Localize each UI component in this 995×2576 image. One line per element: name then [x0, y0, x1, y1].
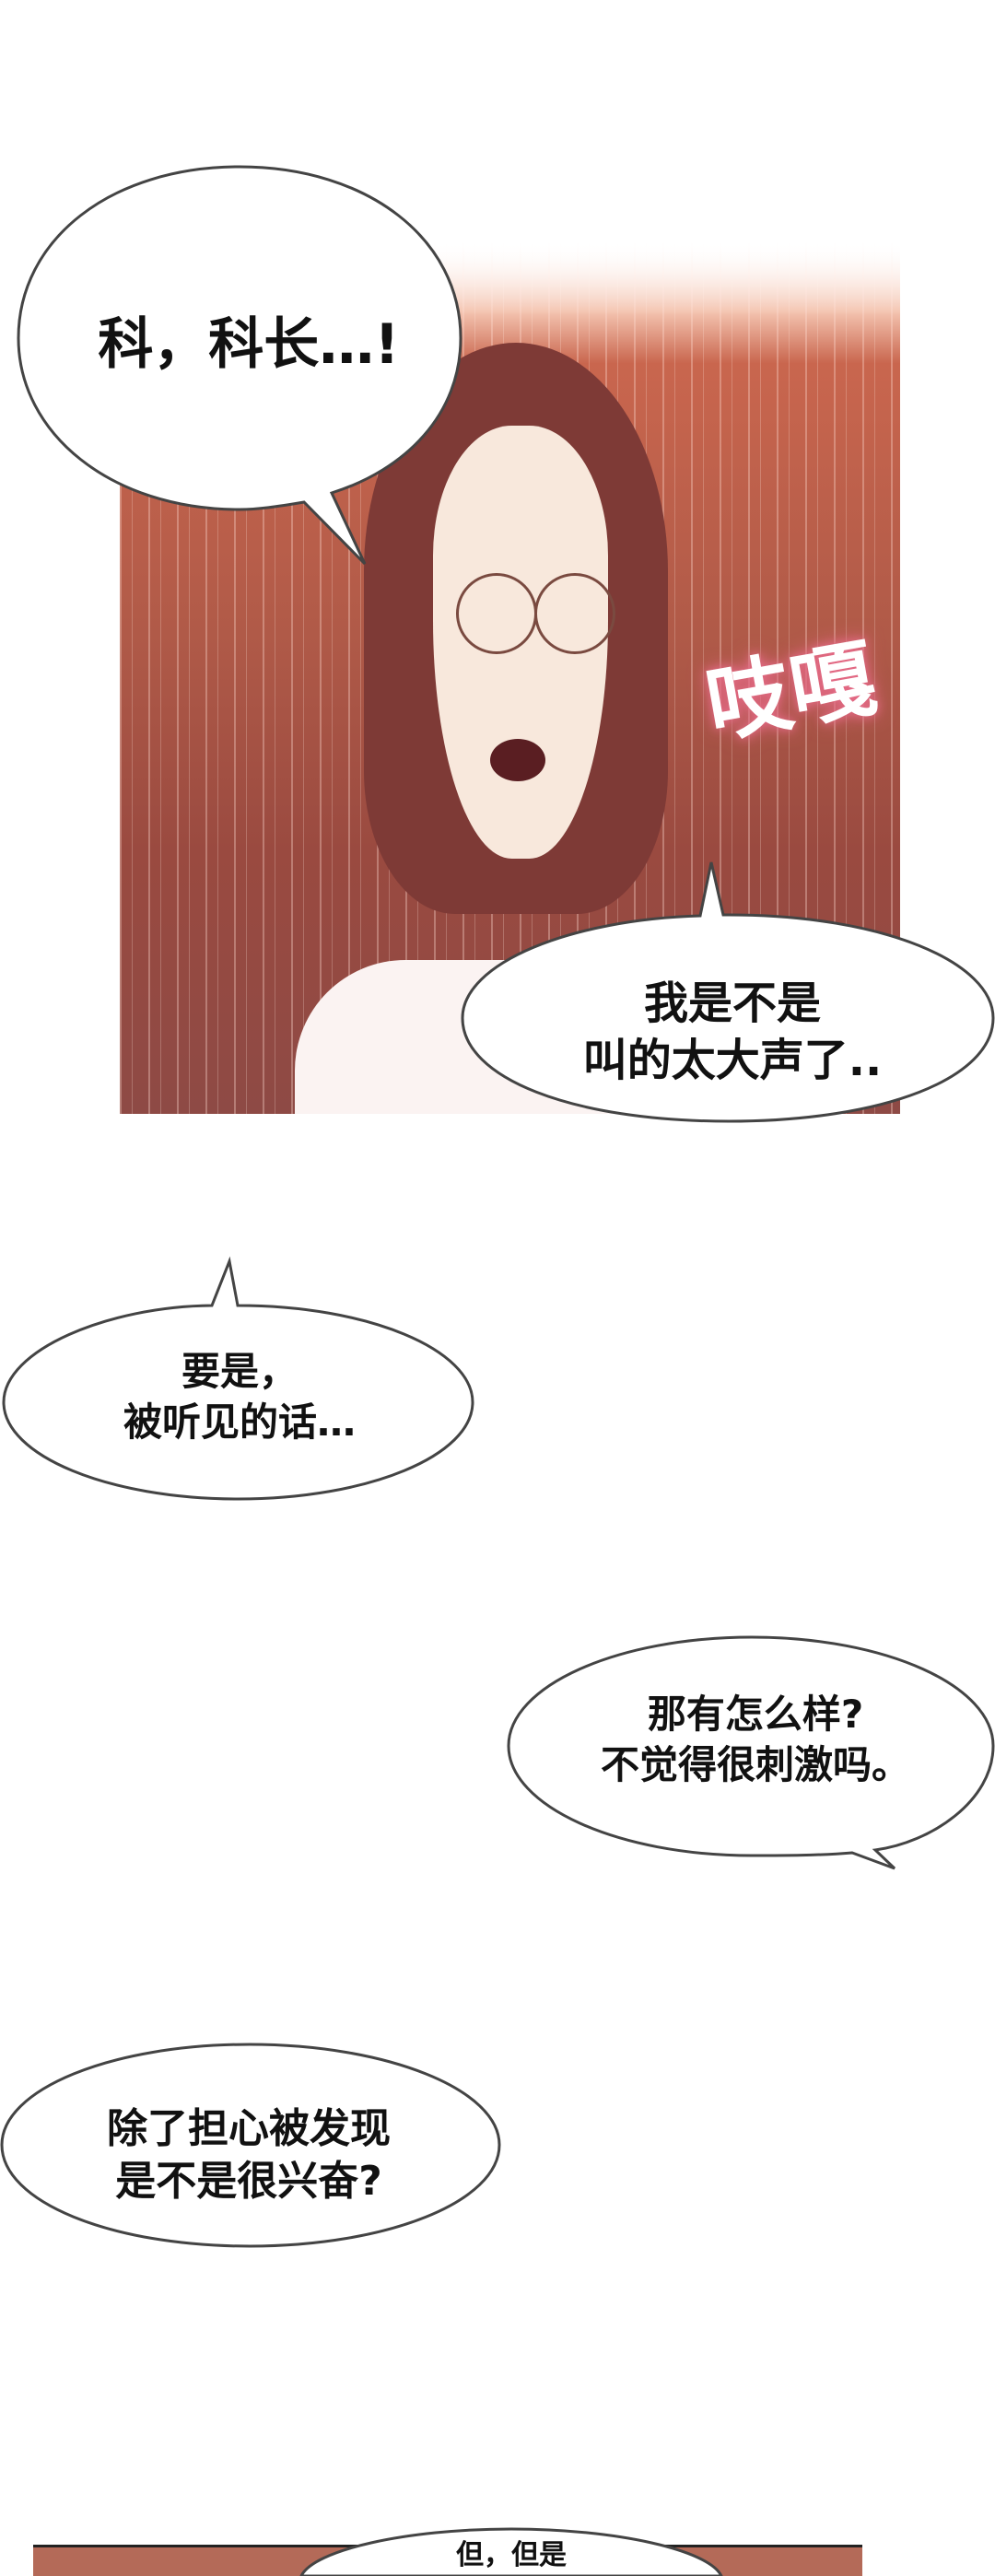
speech-text-1: 科，科长…! — [98, 312, 400, 377]
speech-bubble-4 — [507, 1635, 995, 1870]
character-mouth — [490, 739, 545, 781]
speech-bubble-1 — [17, 165, 462, 566]
speech-bubble-5 — [0, 2043, 501, 2248]
speech-text-6: 但，但是 — [456, 2539, 567, 2571]
speech-text-2: 我是不是 叫的太大声了.. — [516, 975, 949, 1090]
glasses-right — [534, 573, 615, 654]
speech-line: 除了担心被发现 — [107, 2105, 391, 2152]
speech-line: 我是不是 — [643, 978, 821, 1029]
speech-line: 被听见的话… — [123, 1399, 356, 1445]
speech-text-5: 除了担心被发现 是不是很兴奋? — [18, 2102, 479, 2207]
speech-line: 那有怎么样? — [647, 1692, 864, 1737]
speech-bubble-3 — [2, 1256, 474, 1501]
speech-bubble-2 — [461, 861, 995, 1123]
speech-line: 要是， — [181, 1349, 298, 1394]
speech-text-3: 要是， 被听见的话… — [37, 1347, 442, 1447]
speech-line: 叫的太大声了.. — [582, 1035, 883, 1087]
speech-bubble-6 — [299, 2527, 723, 2576]
speech-line: 是不是很兴奋? — [115, 2158, 382, 2206]
speech-line: 不觉得很刺激吗。 — [600, 1741, 910, 1787]
speech-text-4: 那有怎么样? 不觉得很刺激吗。 — [544, 1690, 967, 1790]
